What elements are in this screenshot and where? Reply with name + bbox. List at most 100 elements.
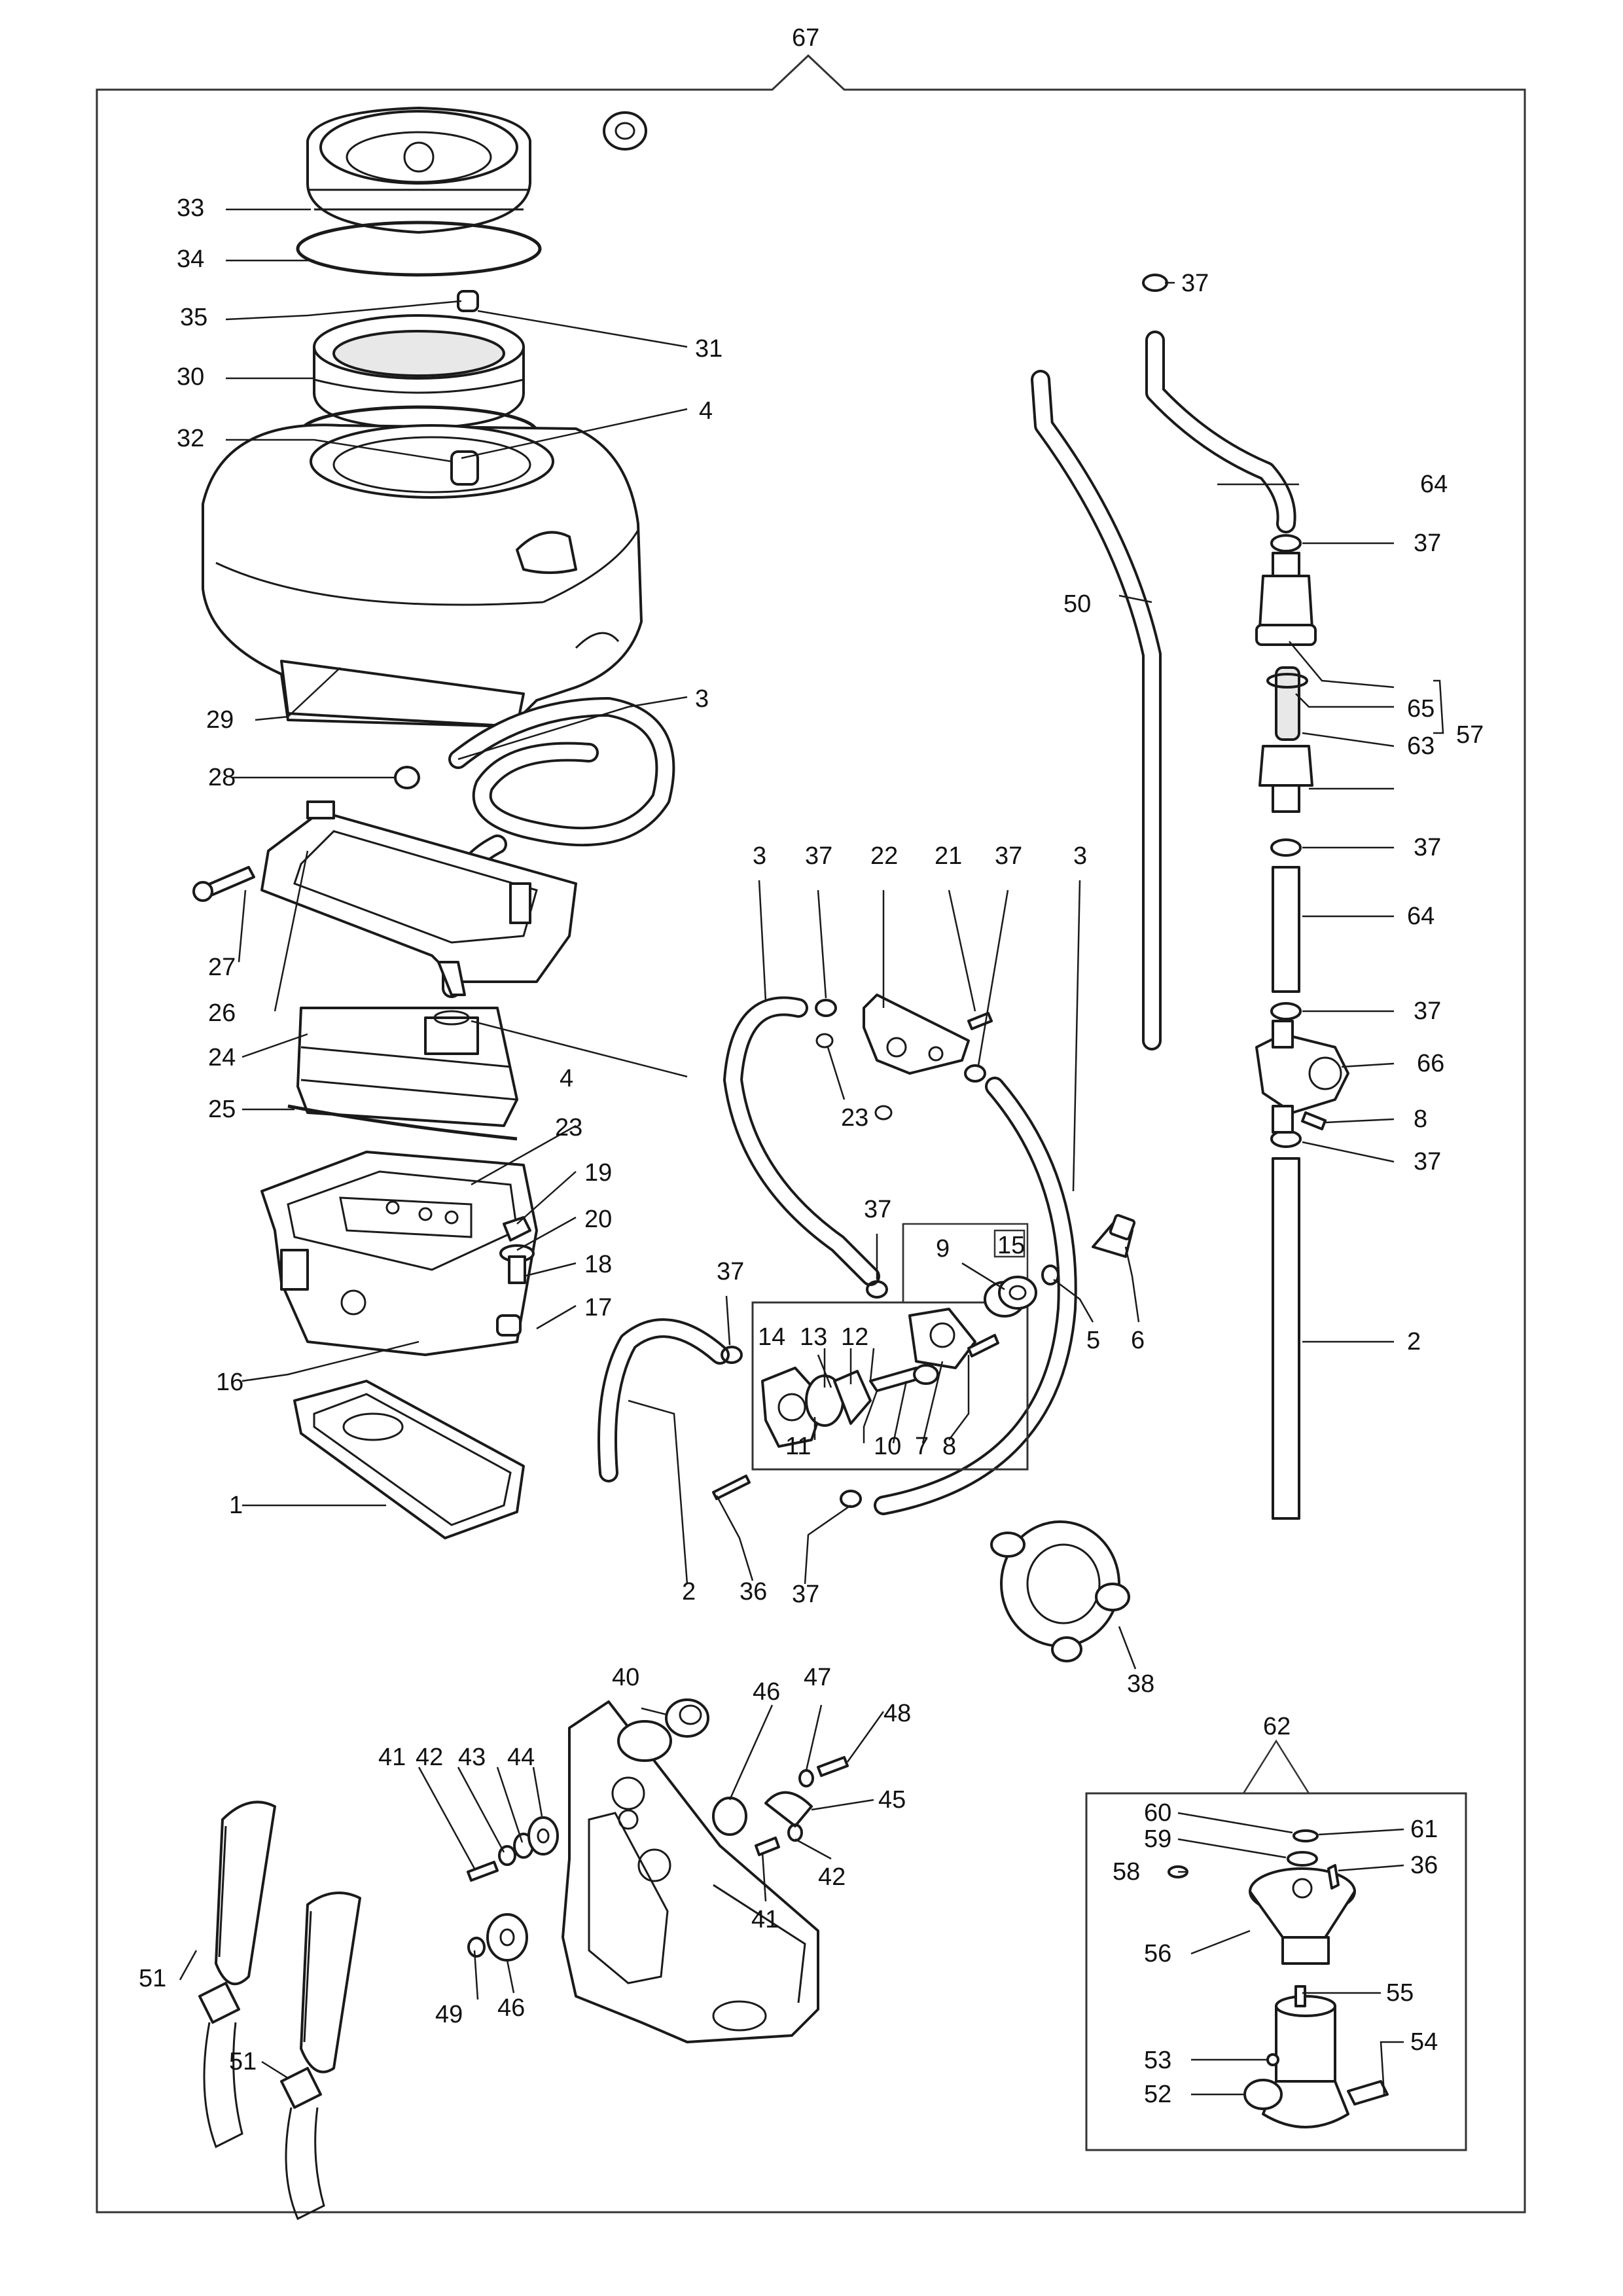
- callout-17: 17: [584, 1294, 612, 1321]
- nozzle-tip: [1092, 1213, 1136, 1258]
- pump-kit-frame: [751, 1301, 1029, 1471]
- callout-47: 47: [804, 1664, 831, 1691]
- callout-10: 10: [874, 1433, 901, 1460]
- callout-36a: 36: [740, 1578, 767, 1605]
- left-hardware: [467, 1816, 559, 1882]
- callout-7: 7: [915, 1433, 929, 1460]
- callout-42b: 42: [818, 1863, 846, 1891]
- leader-lines: [179, 208, 1444, 2096]
- callout-16: 16: [216, 1369, 243, 1396]
- pump-seals: [984, 1276, 1037, 1318]
- callout-4b: 4: [560, 1065, 573, 1092]
- pump-shaft: [869, 1364, 939, 1392]
- long-screw: [192, 866, 255, 902]
- callout-42a: 42: [416, 1744, 443, 1771]
- pump-vane: [833, 1370, 872, 1425]
- lower-hose-2: [1272, 1157, 1300, 1520]
- callout-1: 1: [229, 1492, 243, 1519]
- callout-37f: 37: [1181, 270, 1209, 297]
- callout-41a: 41: [378, 1744, 406, 1771]
- callout-53: 53: [1144, 2047, 1171, 2074]
- callout-43: 43: [458, 1744, 486, 1771]
- callout-2a: 2: [682, 1578, 696, 1605]
- tee-screw: [1301, 1111, 1327, 1130]
- small-bushing: [394, 766, 420, 789]
- callout-57: 57: [1456, 721, 1484, 749]
- callout-37a: 37: [805, 842, 832, 870]
- callout-50: 50: [1063, 590, 1091, 618]
- callout-40: 40: [612, 1664, 639, 1691]
- callout-64a: 64: [1420, 471, 1448, 498]
- callout-30: 30: [177, 363, 204, 391]
- drain-plug: [665, 1698, 709, 1738]
- base-tray: [293, 1380, 525, 1539]
- inset-connector: [1242, 1739, 1310, 1794]
- pressure-manifold: [863, 994, 970, 1075]
- assembly-number: 67: [792, 24, 819, 52]
- tank-body: [202, 423, 643, 728]
- callout-37c: 37: [864, 1196, 891, 1223]
- pump-bearing-housing: [908, 1308, 976, 1369]
- callout-13: 13: [800, 1323, 827, 1351]
- callout-22: 22: [870, 842, 898, 870]
- lance-holder-ring: [990, 1520, 1130, 1662]
- callout-41b: 41: [751, 1906, 779, 1933]
- inset-pump-body: [1243, 1985, 1389, 2128]
- kit-label-box: [993, 1229, 1026, 1258]
- tank-cap: [306, 107, 531, 234]
- callout-5: 5: [1086, 1327, 1100, 1354]
- callout-21: 21: [935, 842, 962, 870]
- callout-2b: 2: [1407, 1328, 1421, 1355]
- callout-37j: 37: [1414, 1148, 1441, 1175]
- callout-61: 61: [1410, 1816, 1438, 1843]
- callout-31: 31: [695, 335, 722, 363]
- callout-58: 58: [1113, 1858, 1140, 1886]
- callout-51a: 51: [139, 1965, 166, 1992]
- tank-bracket: [260, 800, 577, 996]
- callout-59: 59: [1144, 1825, 1171, 1853]
- callout-37i: 37: [1414, 997, 1441, 1025]
- callout-65: 65: [1407, 695, 1435, 723]
- back-frame: [562, 1700, 819, 2043]
- pump-housing: [260, 1151, 538, 1356]
- callout-37g: 37: [1414, 529, 1441, 557]
- kit-label: 15: [997, 1232, 1025, 1259]
- pump-inlet-hose: [723, 996, 880, 1286]
- callout-28: 28: [208, 764, 236, 791]
- callout-54: 54: [1410, 2028, 1438, 2056]
- callout-62: 62: [1263, 1713, 1291, 1740]
- callout-35: 35: [180, 304, 207, 331]
- callout-12: 12: [841, 1323, 868, 1351]
- pump-outlet-hose: [874, 1077, 1077, 1515]
- callout-24: 24: [208, 1044, 236, 1071]
- callout-37h: 37: [1414, 834, 1441, 861]
- cap-seal-ring: [296, 221, 542, 277]
- callout-20: 20: [584, 1206, 612, 1233]
- callout-52: 52: [1144, 2081, 1171, 2108]
- callout-9: 9: [936, 1235, 950, 1263]
- right-hardware: [712, 1756, 849, 1856]
- callout-19: 19: [584, 1159, 612, 1187]
- mid-hose-64: [1272, 866, 1300, 993]
- filter-strainer: [313, 290, 525, 430]
- inline-filter: [1255, 552, 1317, 813]
- lance-tube: [1031, 370, 1162, 1050]
- callout-33: 33: [177, 194, 204, 222]
- callout-49: 49: [435, 2001, 463, 2028]
- callout-32: 32: [177, 425, 204, 452]
- valve-cover: [296, 1007, 518, 1127]
- callout-46a: 46: [753, 1678, 780, 1706]
- callout-27: 27: [208, 954, 236, 981]
- pin-36: [712, 1475, 751, 1500]
- callout-66: 66: [1417, 1050, 1444, 1077]
- callout-11: 11: [785, 1433, 811, 1460]
- callout-3a: 3: [695, 685, 709, 713]
- wheel-46: [467, 1913, 528, 1962]
- callout-37d: 37: [717, 1258, 744, 1285]
- callout-45: 45: [878, 1786, 906, 1814]
- pump-screw: [967, 1334, 999, 1357]
- callout-64b: 64: [1407, 903, 1435, 930]
- manifold-screw: [967, 1012, 993, 1030]
- callout-56: 56: [1144, 1940, 1171, 1967]
- callout-6: 6: [1131, 1327, 1145, 1354]
